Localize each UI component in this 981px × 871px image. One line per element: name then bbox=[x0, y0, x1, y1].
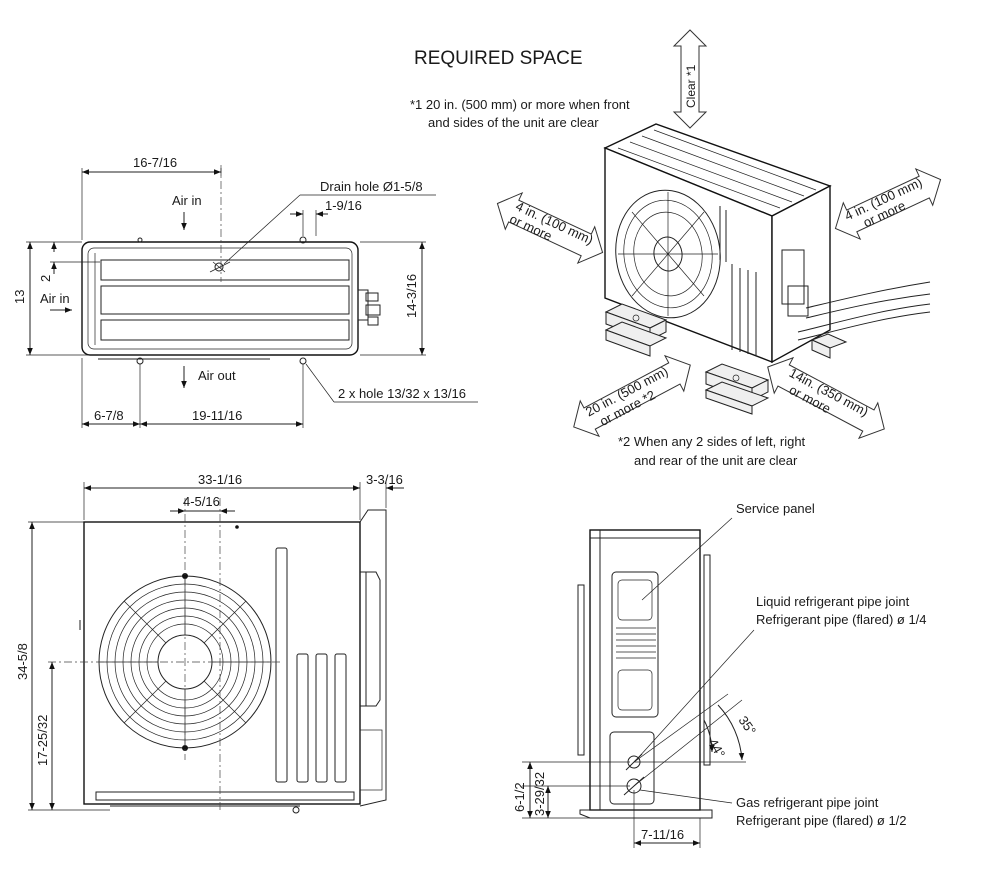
left-space-arrow bbox=[496, 191, 604, 265]
top-view-slot-2 bbox=[100, 285, 350, 315]
hole-label: 2 x hole 13/32 x 13/16 bbox=[338, 386, 466, 401]
liquid-pipe-label: Refrigerant pipe (flared) ø 1/4 bbox=[756, 612, 927, 627]
gas-joint-label: Gas refrigerant pipe joint bbox=[736, 795, 879, 810]
rear-space-arrow bbox=[767, 356, 885, 440]
service-panel-outline bbox=[611, 571, 659, 718]
dim-34-5-8: 34-5/8 bbox=[15, 643, 30, 680]
dim-1-9-16: 1-9/16 bbox=[325, 198, 362, 213]
top-view-slot-1 bbox=[100, 259, 350, 281]
dim-33-1-16: 33-1/16 bbox=[198, 472, 242, 487]
front-view-body bbox=[83, 521, 361, 805]
clear-top-label: Clear *1 bbox=[684, 64, 698, 108]
air-in-top-label: Air in bbox=[172, 193, 202, 208]
top-view-body bbox=[81, 241, 359, 356]
page-title: REQUIRED SPACE bbox=[414, 48, 583, 69]
drain-hole-label: Drain hole Ø1-5/8 bbox=[320, 179, 423, 194]
angle-44: 44° bbox=[705, 736, 728, 761]
air-in-left-label: Air in bbox=[40, 291, 70, 306]
iso-fan bbox=[615, 189, 721, 319]
liquid-joint-label: Liquid refrigerant pipe joint bbox=[756, 594, 910, 609]
dim-6-1-2: 6-1/2 bbox=[512, 782, 527, 812]
dim-17-25-32: 17-25/32 bbox=[35, 715, 50, 766]
dim-4-5-16: 4-5/16 bbox=[183, 494, 220, 509]
clear-top-arrow bbox=[672, 29, 708, 129]
note-1-line-1: *1 20 in. (500 mm) or more when front bbox=[410, 97, 630, 112]
iso-unit-side bbox=[771, 184, 831, 364]
dim-16-7-16: 16-7/16 bbox=[133, 155, 177, 170]
gas-pipe-label: Refrigerant pipe (flared) ø 1/2 bbox=[736, 813, 907, 828]
front-space-arrow bbox=[573, 354, 691, 438]
dim-3-29-32: 3-29/32 bbox=[532, 772, 547, 816]
dim-7-11-16: 7-11/16 bbox=[641, 827, 684, 842]
top-view: 16-7/16 Drain hole Ø1-5/8 1-9/16 Air in … bbox=[12, 155, 478, 428]
dim-13: 13 bbox=[12, 290, 27, 304]
angle-35: 35° bbox=[736, 713, 760, 738]
dim-2: 2 bbox=[38, 275, 53, 282]
top-view-slot-3 bbox=[100, 319, 350, 341]
note-2-line-2: and rear of the unit are clear bbox=[634, 453, 798, 468]
dim-14-3-16: 14-3/16 bbox=[404, 274, 419, 318]
air-out-label: Air out bbox=[198, 368, 236, 383]
dim-19-11-16: 19-11/16 bbox=[192, 408, 242, 423]
drain-hole-marker bbox=[214, 262, 224, 272]
service-panel-label: Service panel bbox=[736, 501, 815, 516]
front-view: 33-1/16 3-3/16 4-5/16 34-5/8 17-25/32 bbox=[15, 472, 404, 814]
required-space-view: Clear *1 4 in. (100 mm) or more 4 in. (1… bbox=[496, 29, 942, 440]
note-2-line-1: *2 When any 2 sides of left, right bbox=[618, 434, 806, 449]
side-view: Service panel Liquid refrigerant pipe jo… bbox=[512, 501, 927, 848]
note-1-line-2: and sides of the unit are clear bbox=[428, 115, 599, 130]
right-space-arrow bbox=[834, 167, 942, 241]
dim-6-7-8: 6-7/8 bbox=[94, 408, 124, 423]
dim-3-3-16: 3-3/16 bbox=[366, 472, 403, 487]
